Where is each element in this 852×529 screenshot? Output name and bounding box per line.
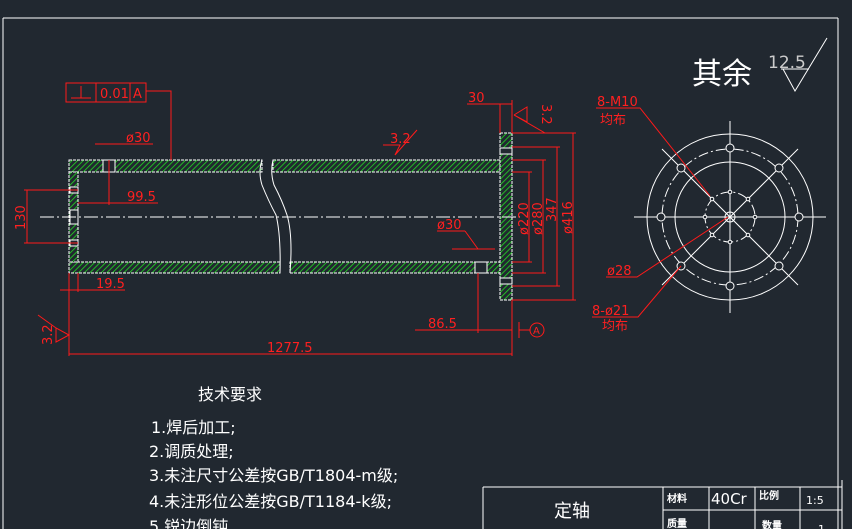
tech-req-item: 2.调质处理; (149, 442, 234, 461)
dim-d416: ø416 (561, 201, 576, 234)
dim-d30-bottom: ø30 (437, 218, 462, 233)
label-d28: ø28 (607, 264, 632, 279)
label-8-d21: 8-ø21 (592, 304, 629, 319)
tech-req-item: 5.锐边倒钝 (149, 517, 228, 529)
dimensions: 0.01 A ø30 99.5 130 19.5 1277.5 3.2 30 3… (14, 82, 576, 356)
tech-req-title: 技术要求 (198, 385, 262, 404)
roughness-general: 其余 12.5 (692, 37, 828, 93)
tech-req-item: 1.焊后加工; (151, 418, 236, 437)
title-block: 定轴 材料 40Cr 比例 1:5 质量 数量 1 (482, 480, 843, 529)
scale-value: 1:5 (806, 494, 824, 507)
dim-347: 347 (545, 197, 560, 222)
datum-a-label: A (533, 326, 540, 337)
dim-d220: ø220 (517, 202, 532, 235)
mass-label: 质量 (667, 517, 687, 529)
roughness-flange: 3.2 (538, 104, 553, 125)
flange-end-view (634, 121, 826, 313)
technical-requirements: 技术要求 1.焊后加工; 2.调质处理; 3.未注尺寸公差按GB/T1804-m… (149, 385, 398, 529)
dim-d30-top: ø30 (126, 131, 151, 146)
tech-req-item: 4.未注形位公差按GB/T1184-k级; (149, 492, 392, 511)
dim-1277-5: 1277.5 (267, 341, 313, 356)
dim-86-5: 86.5 (428, 317, 457, 332)
drawing-frame (2, 17, 839, 529)
tech-req-item: 3.未注尺寸公差按GB/T1804-m级; (149, 466, 398, 485)
tolerance-datum: A (133, 87, 142, 102)
rest-value: 12.5 (768, 53, 806, 73)
dim-99-5: 99.5 (127, 190, 156, 205)
end-view-annotations: 8-M10 均布 ø28 8-ø21 均布 (592, 95, 729, 334)
rest-label: 其余 (692, 57, 752, 92)
qty-label: 数量 (762, 519, 782, 529)
dim-130: 130 (14, 205, 29, 230)
dim-30-flange: 30 (468, 91, 485, 106)
qty-value: 1 (818, 523, 825, 529)
label-d21-note: 均布 (602, 319, 628, 334)
tolerance-value: 0.01 (100, 87, 129, 102)
dim-19-5: 19.5 (96, 277, 125, 292)
tube-section-view (40, 132, 520, 301)
dim-d280: ø280 (531, 202, 546, 235)
part-name: 定轴 (554, 501, 590, 522)
label-m10-note: 均布 (600, 113, 626, 128)
material-value: 40Cr (711, 490, 748, 508)
roughness-left: 3.2 (41, 324, 56, 345)
scale-label: 比例 (759, 489, 779, 502)
material-label: 材料 (667, 492, 687, 505)
roughness-tube: 3.2 (390, 132, 411, 147)
label-8-m10: 8-M10 (597, 95, 638, 110)
